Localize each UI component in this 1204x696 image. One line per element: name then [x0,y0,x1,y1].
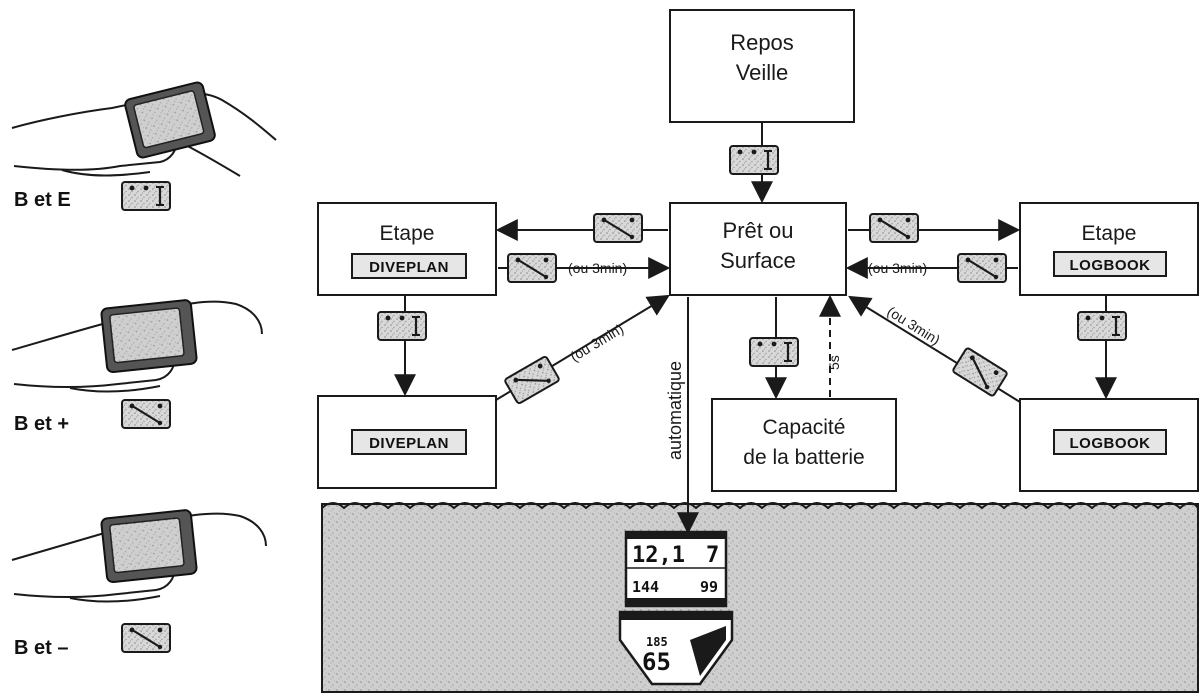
label-ou3min-left: (ou 3min) [568,260,627,276]
button-combo-icon [956,252,1008,284]
legend-b-et-e: B et E [14,189,71,211]
button-combo-icon [1076,310,1128,342]
button-combo-icon [120,622,172,654]
node-batterie-line1: Capacité [763,416,846,439]
label-ou3min-diag-right: (ou 3min) [884,303,943,348]
node-logbook: LOGBOOK [1019,398,1199,492]
node-batterie-line2: de la batterie [743,446,864,469]
button-combo-icon [592,212,644,244]
button-combo-icon [748,336,800,368]
hand-device-icon [11,509,267,603]
water-zone [321,502,1199,693]
button-combo-icon [728,144,780,176]
node-etape-logbook-tag: LOGBOOK [1070,257,1151,274]
lcd-pressure: 144 [632,578,659,596]
label-5s: 5s [826,355,842,370]
node-pret-surface: Prêt ou Surface [669,202,847,296]
node-etape-diveplan-tag: DIVEPLAN [369,259,449,276]
label-ou3min-diag-left: (ou 3min) [567,320,626,364]
legend-b-et-minus: B et – [14,637,68,659]
node-repos-line1: Repos [730,30,794,55]
node-repos-line2: Veille [736,60,789,85]
lcd-depth: 12,1 [632,543,685,568]
label-ou3min-right: (ou 3min) [868,260,927,276]
lcd-bottom-label: 185 [646,635,668,649]
node-logbook-tag: LOGBOOK [1070,435,1151,452]
hand-device-icon [11,81,277,177]
button-combo-icon [120,398,172,430]
wave-icon [321,502,1199,510]
node-pret-line2: Surface [720,248,796,273]
node-batterie: Capacité de la batterie [711,398,897,492]
hand-device-icon [11,299,263,393]
node-etape-diveplan-line1: Etape [380,222,435,245]
button-combo-icon [503,354,561,406]
button-combo-icon [506,252,558,284]
label-automatique: automatique [665,361,685,460]
node-etape-diveplan: Etape DIVEPLAN [317,202,497,296]
node-diveplan-tag: DIVEPLAN [369,435,449,452]
button-combo-icon [376,310,428,342]
lcd-bottom-value: 65 [642,648,671,676]
legend-b-et-plus: B et + [14,413,69,435]
node-repos-veille: Repos Veille [669,9,855,123]
lcd-time: 7 [706,543,719,568]
node-pret-line1: Prêt ou [723,218,794,243]
node-diveplan: DIVEPLAN [317,395,497,489]
button-combo-icon [868,212,920,244]
dive-computer-icon: 12,1 7 144 99 185 65 [618,530,734,686]
node-etape-logbook: Etape LOGBOOK [1019,202,1199,296]
button-combo-icon [120,180,172,212]
lcd-percent: 99 [700,578,718,596]
node-etape-logbook-line1: Etape [1082,222,1137,245]
